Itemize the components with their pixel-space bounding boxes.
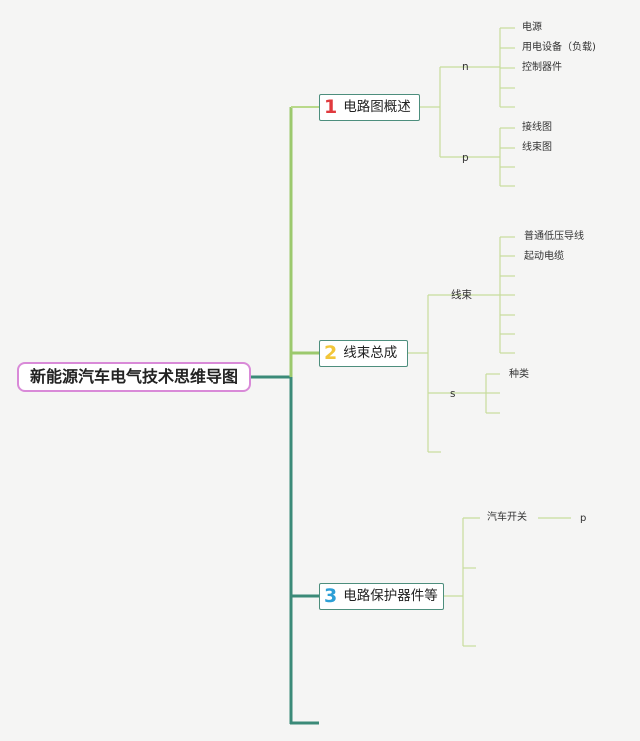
topic-label-2: 线束总成 [343,345,398,361]
root-label: 新能源汽车电气技术思维导图 [29,367,238,386]
subtopic-s[interactable]: s [450,388,456,400]
topic-number-2: 2 [324,342,338,364]
leaf-wiring-diagram[interactable]: 接线图 [522,122,552,133]
root-node[interactable]: 新能源汽车电气技术思维导图 [17,362,251,392]
leaf-control-device[interactable]: 控制器件 [522,62,562,73]
topic-node-1[interactable]: 1 电路图概述 [319,94,420,121]
leaf-p[interactable]: p [580,513,587,524]
topic-node-3[interactable]: 3 电路保护器件等 [319,583,444,610]
leaf-types[interactable]: 种类 [509,369,529,380]
topic-node-2[interactable]: 2 线束总成 [319,340,408,367]
leaf-low-voltage-wire[interactable]: 普通低压导线 [524,231,584,242]
leaf-load-device[interactable]: 用电设备（负载) [522,42,596,53]
topic-label-3: 电路保护器件等 [343,588,438,604]
topic-label-1: 电路图概述 [343,99,411,115]
leaf-power-source[interactable]: 电源 [522,22,542,33]
subtopic-n[interactable]: n [462,61,469,73]
topic-number-3: 3 [324,585,338,607]
subtopic-car-switch[interactable]: 汽车开关 [487,512,527,523]
subtopic-harness[interactable]: 线束 [451,289,472,301]
subtopic-p[interactable]: p [462,152,469,164]
topic-number-1: 1 [324,96,338,118]
leaf-starter-cable[interactable]: 起动电缆 [524,251,564,262]
leaf-harness-diagram[interactable]: 线束图 [522,142,552,153]
